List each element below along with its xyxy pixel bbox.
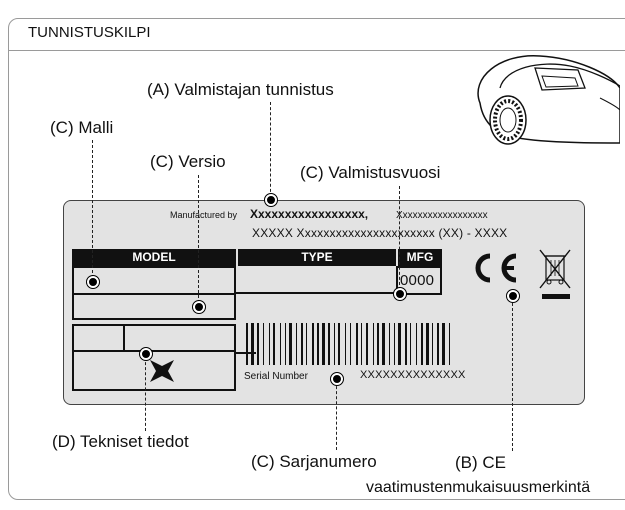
- callout-technical-data: (D) Tekniset tiedot: [52, 432, 189, 451]
- serial-number-value: XXXXXXXXXXXXXX: [360, 369, 466, 381]
- marker-technical-data: [139, 347, 153, 361]
- leader-model: [92, 140, 93, 278]
- barcode-bar: [449, 323, 450, 365]
- technical-data-field: [72, 324, 236, 391]
- serial-barcode: [246, 323, 450, 365]
- barcode-bar: [410, 323, 411, 365]
- callout-manufacturer: (A) Valmistajan tunnistus: [147, 80, 334, 99]
- barcode-bar: [301, 323, 303, 365]
- header-mfg: MFG: [398, 249, 442, 266]
- barcode-bar: [361, 323, 362, 365]
- leader-serial: [336, 381, 337, 450]
- callout-model: (C) Malli: [50, 118, 114, 137]
- barcode-bar: [280, 323, 281, 365]
- barcode-bar: [263, 323, 264, 365]
- barcode-bar: [312, 323, 314, 365]
- barcode-bar: [394, 323, 395, 365]
- barcode-bar: [289, 323, 292, 365]
- tech-line-ext: [234, 352, 256, 354]
- maker-name: Xxxxxxxxxxxxxxxxx,: [250, 207, 369, 221]
- barcode-bar: [426, 323, 429, 365]
- leader-year: [399, 186, 400, 290]
- barcode-bar: [432, 323, 433, 365]
- barcode-bar: [421, 323, 423, 365]
- barcode-bar: [416, 323, 417, 365]
- barcode-bar: [334, 323, 335, 365]
- panel-title: TUNNISTUSKILPI: [28, 24, 151, 41]
- panel-header: TUNNISTUSKILPI: [8, 18, 625, 51]
- weee-bin-icon: [539, 249, 571, 299]
- serial-number-label: Serial Number: [244, 371, 308, 382]
- barcode-bar: [437, 323, 439, 365]
- leader-technical-data: [145, 357, 146, 431]
- barcode-bar: [306, 323, 307, 365]
- maker-address: XXXXX Xxxxxxxxxxxxxxxxxxxxxx (XX) - XXXX: [252, 226, 508, 240]
- barcode-bar: [328, 323, 330, 365]
- ce-mark-icon: [475, 253, 517, 283]
- panel-frame: [8, 18, 625, 500]
- marker-year: [393, 287, 407, 301]
- model-divider: [74, 293, 234, 295]
- barcode-bar: [356, 323, 358, 365]
- callout-serial: (C) Sarjanumero: [251, 452, 377, 471]
- callout-version: (C) Versio: [150, 152, 226, 171]
- tech-divider: [74, 350, 234, 352]
- barcode-bar: [373, 323, 374, 365]
- star-icon: [150, 360, 174, 382]
- maker-name-cont: Xxxxxxxxxxxxxxxxxx: [396, 210, 488, 221]
- marker-manufacturer: [264, 193, 278, 207]
- header-type: TYPE: [238, 249, 396, 266]
- barcode-bar: [389, 323, 390, 365]
- marker-version: [192, 300, 206, 314]
- leader-ce: [512, 298, 513, 451]
- leader-version: [198, 175, 199, 303]
- barcode-bar: [398, 323, 401, 365]
- barcode-bar: [338, 323, 340, 365]
- mower-illustration: [477, 55, 620, 145]
- mfg-field: [396, 266, 442, 295]
- barcode-bar: [317, 323, 319, 365]
- barcode-bar: [257, 323, 259, 365]
- barcode-bar: [322, 323, 325, 365]
- barcode-bar: [345, 323, 346, 365]
- marker-serial: [330, 372, 344, 386]
- barcode-bar: [350, 323, 351, 365]
- callout-year: (C) Valmistusvuosi: [300, 163, 441, 182]
- header-model: MODEL: [72, 249, 236, 266]
- mfg-value: 0000: [400, 272, 435, 289]
- manufactured-by-label: Manufactured by: [170, 210, 238, 220]
- callout-ce: (B) CE: [455, 453, 506, 472]
- barcode-bar: [405, 323, 407, 365]
- marker-ce: [506, 289, 520, 303]
- barcode-bar: [269, 323, 270, 365]
- barcode-bar: [273, 323, 275, 365]
- identification-plate: [63, 200, 585, 405]
- model-field: [72, 266, 236, 320]
- barcode-bar: [382, 323, 385, 365]
- barcode-bar: [442, 323, 445, 365]
- barcode-bar: [366, 323, 368, 365]
- barcode-bar: [377, 323, 379, 365]
- leader-manufacturer: [270, 102, 271, 197]
- barcode-bar: [251, 323, 254, 365]
- barcode-bar: [285, 323, 286, 365]
- type-field-line: [236, 292, 394, 294]
- callout-ce-conformity: vaatimustenmukaisuusmerkintä: [366, 479, 591, 496]
- marker-model: [86, 275, 100, 289]
- barcode-bar: [296, 323, 297, 365]
- barcode-bar: [246, 323, 248, 365]
- tech-vdivider: [123, 326, 125, 351]
